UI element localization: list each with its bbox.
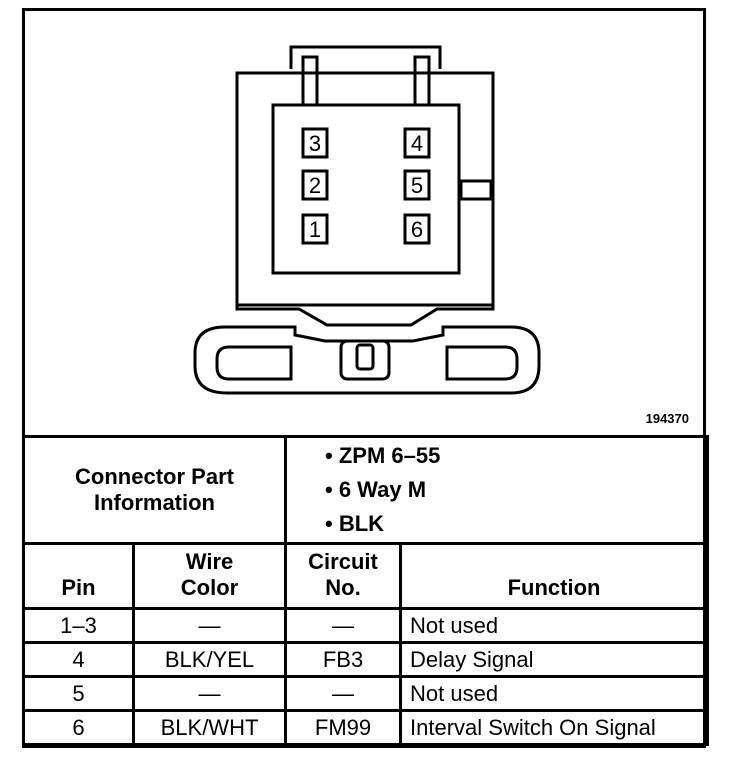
cell-function: Interval Switch On Signal (399, 709, 710, 746)
header-function: Function (399, 542, 710, 610)
pin-cavity: 1 (301, 213, 329, 245)
pin-number: 6 (411, 217, 423, 242)
cell-circuit: — (284, 675, 403, 712)
connector-info-label-line2: Information (94, 490, 215, 515)
header-pin-label: Pin (61, 575, 96, 600)
connector-info-items: • ZPM 6–55 • 6 Way M • BLK (284, 435, 710, 545)
pin-number: 1 (309, 217, 321, 242)
cell-circuit: FB3 (284, 641, 403, 678)
header-circuit-line1: Circuit (308, 549, 378, 574)
pin-cavity: 3 (301, 127, 329, 159)
pin-number: 2 (309, 173, 321, 198)
table-row: 4 BLK/YEL FB3 Delay Signal (22, 641, 710, 678)
cell-wire: — (131, 607, 288, 644)
pin-number: 3 (309, 131, 321, 156)
table-header-row: Pin Wire Color Circuit No. Function (22, 542, 710, 610)
pinout-table: Connector Part Information • ZPM 6–55 • … (21, 435, 710, 746)
table-row: 6 BLK/WHT FM99 Interval Switch On Signal (22, 709, 710, 746)
connector-info-row: Connector Part Information • ZPM 6–55 • … (21, 435, 710, 545)
cell-function: Delay Signal (399, 641, 710, 678)
pin-cavity: 6 (403, 213, 431, 245)
pin-number: 4 (411, 131, 423, 156)
header-wire-color: Wire Color (131, 542, 288, 610)
connector-info-sheet: 3 2 1 4 5 6 194370 (21, 8, 710, 748)
table-row: 5 — — Not used (22, 675, 710, 712)
pin-column-right: 4 5 6 (403, 127, 431, 245)
cell-pin: 1–3 (22, 607, 135, 644)
cell-wire: — (131, 675, 288, 712)
cell-pin: 6 (22, 709, 135, 746)
table-row: 1–3 — — Not used (22, 607, 710, 644)
connector-info-item: • ZPM 6–55 (325, 443, 441, 468)
header-wire-line1: Wire (185, 549, 234, 574)
pin-cavity: 4 (403, 127, 431, 159)
pin-column-left: 3 2 1 (301, 127, 329, 245)
cell-pin: 4 (22, 641, 135, 678)
connector-info-label: Connector Part Information (21, 435, 288, 545)
pin-cavity: 2 (301, 169, 329, 201)
cell-wire: BLK/YEL (131, 641, 288, 678)
cell-wire: BLK/WHT (131, 709, 288, 746)
cell-function: Not used (399, 607, 710, 644)
pin-cavity: 5 (403, 169, 431, 201)
header-function-label: Function (507, 575, 601, 600)
header-circuit: Circuit No. (284, 542, 403, 610)
cell-pin: 5 (22, 675, 135, 712)
header-wire-line2: Color (180, 575, 239, 600)
header-circuit-line2: No. (325, 575, 361, 600)
connector-info-item: • 6 Way M (325, 477, 427, 502)
connector-info-item: • BLK (325, 511, 385, 536)
figure-id: 194370 (645, 411, 689, 426)
connector-info-label-line1: Connector Part (75, 464, 234, 489)
cell-circuit: FM99 (284, 709, 403, 746)
pin-number: 5 (411, 173, 423, 198)
connector-diagram: 3 2 1 4 5 6 (193, 45, 541, 395)
header-pin: Pin (22, 542, 135, 610)
cell-function: Not used (399, 675, 710, 712)
cell-circuit: — (284, 607, 403, 644)
